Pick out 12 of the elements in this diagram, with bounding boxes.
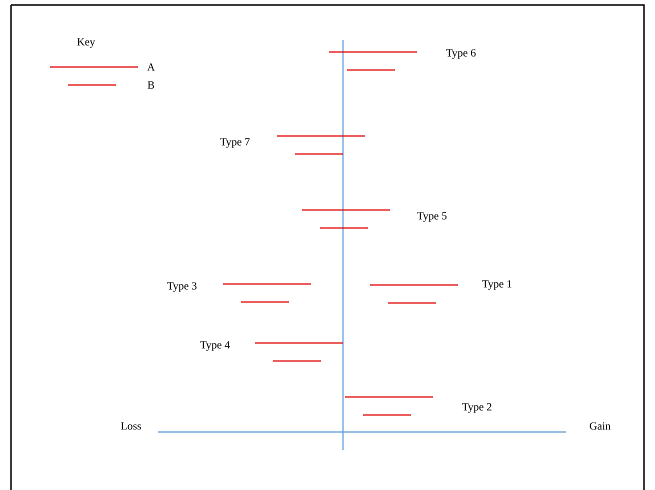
type-label: Type 3 (167, 282, 197, 292)
type-label: Type 1 (482, 280, 512, 290)
legend-label: A (147, 63, 155, 71)
axis-label: Loss (120, 422, 141, 430)
type-label: Type 6 (446, 49, 476, 59)
type-label: Type 4 (200, 341, 230, 351)
legend-title: Key (77, 38, 96, 48)
type-label: Type 7 (220, 138, 250, 148)
type-label: Type 5 (417, 212, 447, 222)
type-label: Type 2 (462, 403, 492, 413)
legend-label: B (148, 81, 154, 89)
axis-label: Gain (590, 422, 610, 430)
